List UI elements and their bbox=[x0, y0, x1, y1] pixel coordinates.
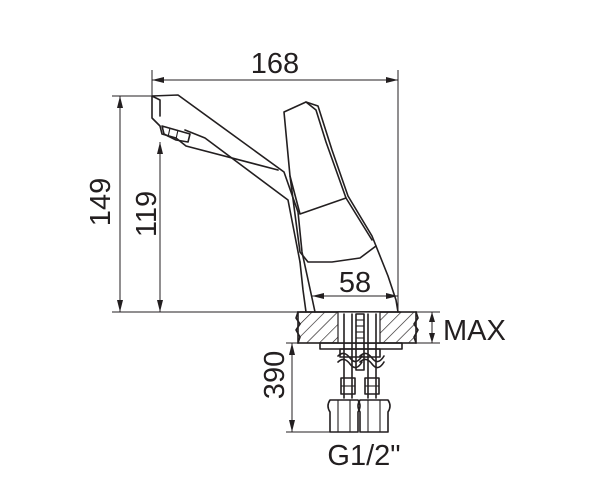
dim-overall-length bbox=[151, 70, 399, 312]
label-spout-height: 119 bbox=[131, 191, 163, 237]
spout-outline bbox=[151, 94, 316, 313]
label-overall-length: 168 bbox=[251, 48, 299, 80]
dim-spout-height bbox=[157, 142, 163, 312]
flex-hoses bbox=[337, 313, 385, 399]
body-lower bbox=[299, 245, 399, 313]
mounting-hardware bbox=[319, 313, 403, 371]
spout-underside bbox=[184, 129, 301, 263]
label-base-width: 58 bbox=[339, 267, 371, 299]
lever-handle bbox=[283, 101, 377, 263]
label-total-height: 149 bbox=[85, 178, 117, 226]
dim-base-width bbox=[312, 293, 398, 299]
dim-deck-thickness bbox=[416, 311, 440, 344]
label-thread: G1/2" bbox=[327, 440, 400, 472]
aerator bbox=[161, 125, 191, 143]
label-hose-length: 390 bbox=[259, 351, 291, 399]
dim-hose-length bbox=[286, 342, 330, 433]
dim-total-height bbox=[112, 95, 300, 313]
hex-connectors bbox=[327, 399, 391, 433]
label-deck-thickness: MAX bbox=[443, 315, 506, 347]
